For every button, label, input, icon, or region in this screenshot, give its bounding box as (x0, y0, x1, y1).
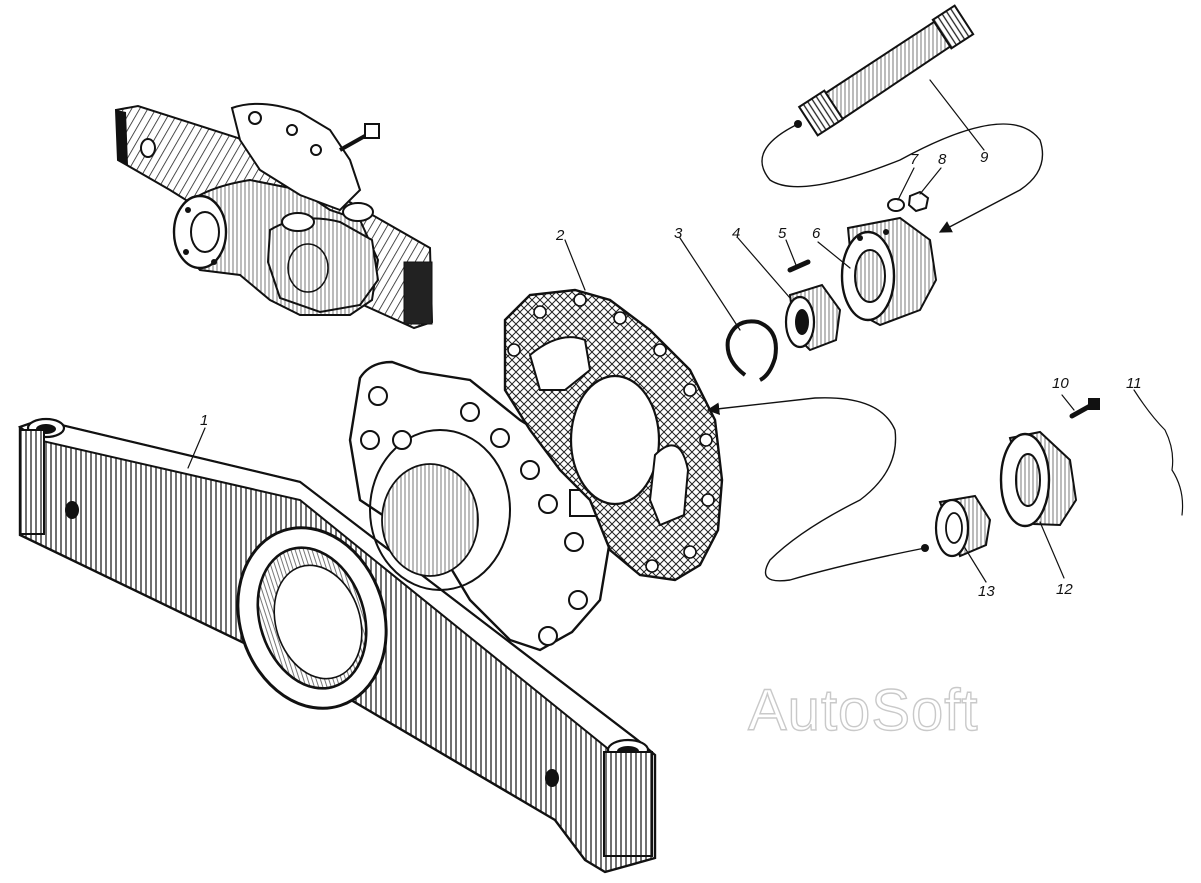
label-part-2: 2 (555, 227, 565, 244)
hub-housing (348, 360, 612, 652)
label-part-6: 6 (812, 225, 821, 242)
part-7-washer (887, 198, 905, 212)
label-part-1: 1 (200, 412, 208, 429)
part-4-bushing (784, 283, 842, 352)
part-13-seal (934, 494, 992, 558)
part-9-splined-shaft (797, 4, 975, 137)
part-12-flange-ring (999, 430, 1078, 528)
label-part-12: 12 (1056, 581, 1073, 598)
label-part-9: 9 (980, 149, 989, 166)
label-part-7: 7 (910, 151, 919, 168)
part-6-bearing-housing (840, 216, 938, 327)
part-5-pin (787, 259, 811, 273)
part-3-snap-ring (725, 319, 778, 382)
part-2-gasket (503, 288, 724, 582)
label-part-4: 4 (732, 225, 740, 242)
watermark-text: AutoSoft (748, 678, 978, 743)
assembly-paths (706, 120, 1044, 582)
label-part-13: 13 (978, 583, 995, 600)
leader-lines (187, 79, 1184, 583)
label-part-5: 5 (778, 225, 787, 242)
label-part-3: 3 (674, 225, 683, 242)
assembled-axle-unit (114, 102, 434, 330)
label-part-8: 8 (938, 151, 947, 168)
part-1-beam (17, 417, 657, 874)
part-8-nut (907, 190, 930, 213)
label-part-11: 11 (1126, 375, 1142, 392)
label-part-10: 10 (1052, 375, 1069, 392)
part-10-bolt (1069, 398, 1100, 419)
